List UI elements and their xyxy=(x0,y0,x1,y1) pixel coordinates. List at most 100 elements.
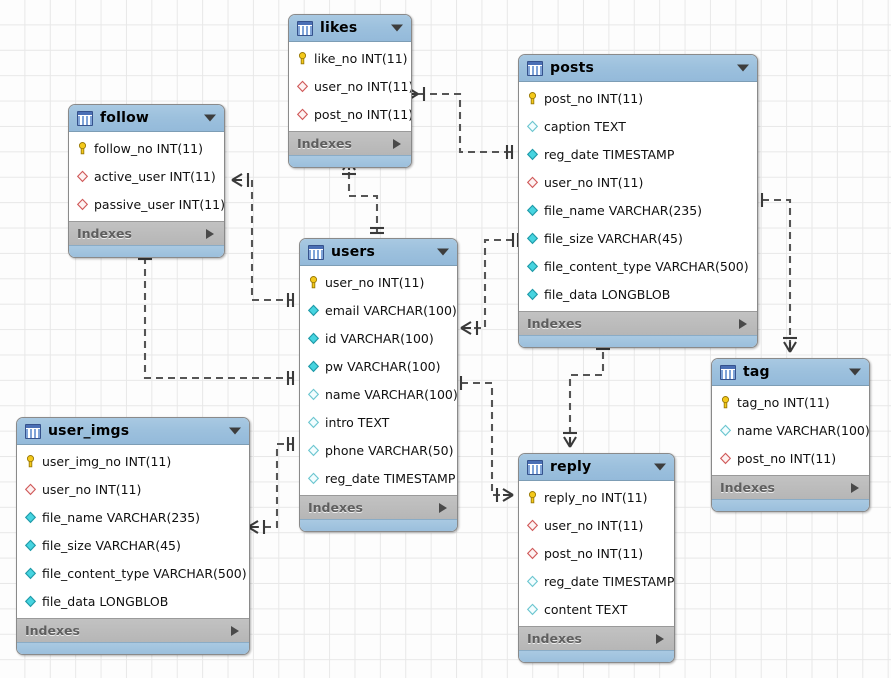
column-label: post_no INT(11) xyxy=(737,450,837,466)
caret-down-icon[interactable] xyxy=(737,64,749,72)
caret-right-icon[interactable] xyxy=(439,502,447,513)
table-header-follow[interactable]: follow xyxy=(69,105,224,132)
column-label: file_size VARCHAR(45) xyxy=(544,230,683,246)
table-user_imgs[interactable]: user_imgs user_img_no INT(11)user_no INT(… xyxy=(16,417,250,655)
indexes-section[interactable]: Indexes xyxy=(69,221,224,245)
caret-right-icon[interactable] xyxy=(231,625,239,636)
table-name: user_imgs xyxy=(48,423,130,439)
column-row[interactable]: reg_date TIMESTAMP xyxy=(519,140,757,168)
column-label: like_no INT(11) xyxy=(314,50,408,66)
column-label: file_name VARCHAR(235) xyxy=(544,202,703,218)
table-footer-strip xyxy=(519,335,757,347)
column-row[interactable]: like_no INT(11) xyxy=(289,44,411,72)
indexes-section[interactable]: Indexes xyxy=(519,311,757,335)
column-row[interactable]: pw VARCHAR(100) xyxy=(300,352,457,380)
column-label: user_no INT(11) xyxy=(325,274,425,290)
column-notnull-icon xyxy=(24,511,37,523)
column-row[interactable]: name VARCHAR(100) xyxy=(300,380,457,408)
column-row[interactable]: id VARCHAR(100) xyxy=(300,324,457,352)
column-row[interactable]: follow_no INT(11) xyxy=(69,134,224,162)
table-reply[interactable]: reply reply_no INT(11) user_no INT(11) post… xyxy=(518,453,675,663)
foreign-key-icon xyxy=(76,170,89,182)
indexes-section[interactable]: Indexes xyxy=(712,475,869,499)
column-row[interactable]: post_no INT(11) xyxy=(519,84,757,112)
table-header-reply[interactable]: reply xyxy=(519,454,674,481)
column-row[interactable]: email VARCHAR(100) xyxy=(300,296,457,324)
column-row[interactable]: reg_date TIMESTAMP xyxy=(300,464,457,492)
link-reply-users xyxy=(461,381,513,497)
column-row[interactable]: reg_date TIMESTAMP xyxy=(519,567,674,595)
column-row[interactable]: tag_no INT(11) xyxy=(712,388,869,416)
column-row[interactable]: user_no INT(11) xyxy=(519,168,757,196)
caret-down-icon[interactable] xyxy=(849,368,861,376)
column-row[interactable]: post_no INT(11) xyxy=(289,100,411,128)
caret-down-icon[interactable] xyxy=(204,114,216,122)
caret-down-icon[interactable] xyxy=(437,248,449,256)
table-users[interactable]: users user_no INT(11) email VARCHAR(100)id… xyxy=(299,238,458,532)
column-row[interactable]: file_data LONGBLOB xyxy=(519,280,757,308)
indexes-section[interactable]: Indexes xyxy=(300,495,457,519)
column-label: file_content_type VARCHAR(500) xyxy=(42,565,247,581)
indexes-section[interactable]: Indexes xyxy=(289,131,411,155)
column-label: post_no INT(11) xyxy=(544,545,644,561)
caret-down-icon[interactable] xyxy=(229,427,241,435)
column-label: reply_no INT(11) xyxy=(544,489,648,505)
column-row[interactable]: active_user INT(11) xyxy=(69,162,224,190)
caret-down-icon[interactable] xyxy=(391,24,403,32)
table-icon xyxy=(308,244,324,260)
column-row[interactable]: file_content_type VARCHAR(500) xyxy=(17,559,249,587)
caret-down-icon[interactable] xyxy=(654,463,666,471)
column-notnull-icon xyxy=(24,539,37,551)
column-row[interactable]: file_name VARCHAR(235) xyxy=(519,196,757,224)
column-row[interactable]: phone VARCHAR(50) xyxy=(300,436,457,464)
column-label: file_data LONGBLOB xyxy=(42,593,169,609)
primary-key-icon xyxy=(528,91,537,104)
foreign-key-icon xyxy=(719,452,732,464)
caret-right-icon[interactable] xyxy=(851,482,859,493)
table-header-likes[interactable]: likes xyxy=(289,15,411,42)
table-header-posts[interactable]: posts xyxy=(519,55,757,82)
caret-right-icon[interactable] xyxy=(206,228,214,239)
table-likes[interactable]: likes like_no INT(11) user_no INT(11) post_… xyxy=(288,14,412,168)
caret-right-icon[interactable] xyxy=(393,138,401,149)
column-row[interactable]: file_size VARCHAR(45) xyxy=(17,531,249,559)
column-row[interactable]: content TEXT xyxy=(519,595,674,623)
column-row[interactable]: post_no INT(11) xyxy=(519,539,674,567)
foreign-key-icon xyxy=(76,198,89,210)
column-row[interactable]: name VARCHAR(100) xyxy=(712,416,869,444)
caret-right-icon[interactable] xyxy=(656,633,664,644)
table-footer-strip xyxy=(300,519,457,531)
caret-right-icon[interactable] xyxy=(739,318,747,329)
column-notnull-icon xyxy=(526,204,539,216)
indexes-section[interactable]: Indexes xyxy=(519,626,674,650)
column-label: post_no INT(11) xyxy=(314,106,412,122)
table-header-users[interactable]: users xyxy=(300,239,457,266)
column-row[interactable]: user_img_no INT(11) xyxy=(17,447,249,475)
foreign-key-icon xyxy=(296,108,309,120)
table-header-tag[interactable]: tag xyxy=(712,359,869,386)
column-row[interactable]: user_no INT(11) xyxy=(300,268,457,296)
column-notnull-icon xyxy=(24,567,37,579)
column-row[interactable]: file_name VARCHAR(235) xyxy=(17,503,249,531)
column-row[interactable]: caption TEXT xyxy=(519,112,757,140)
column-row[interactable]: file_data LONGBLOB xyxy=(17,587,249,615)
column-label: content TEXT xyxy=(544,601,628,617)
column-row[interactable]: intro TEXT xyxy=(300,408,457,436)
indexes-section[interactable]: Indexes xyxy=(17,618,249,642)
column-row[interactable]: post_no INT(11) xyxy=(712,444,869,472)
column-row[interactable]: user_no INT(11) xyxy=(289,72,411,100)
column-row[interactable]: user_no INT(11) xyxy=(17,475,249,503)
column-row[interactable]: passive_user INT(11) xyxy=(69,190,224,218)
table-name: users xyxy=(331,244,376,260)
column-row[interactable]: user_no INT(11) xyxy=(519,511,674,539)
table-footer-strip xyxy=(712,499,869,511)
column-row[interactable]: reply_no INT(11) xyxy=(519,483,674,511)
column-label: reg_date TIMESTAMP xyxy=(544,146,675,162)
column-row[interactable]: file_content_type VARCHAR(500) xyxy=(519,252,757,280)
table-header-user_imgs[interactable]: user_imgs xyxy=(17,418,249,445)
column-row[interactable]: file_size VARCHAR(45) xyxy=(519,224,757,252)
